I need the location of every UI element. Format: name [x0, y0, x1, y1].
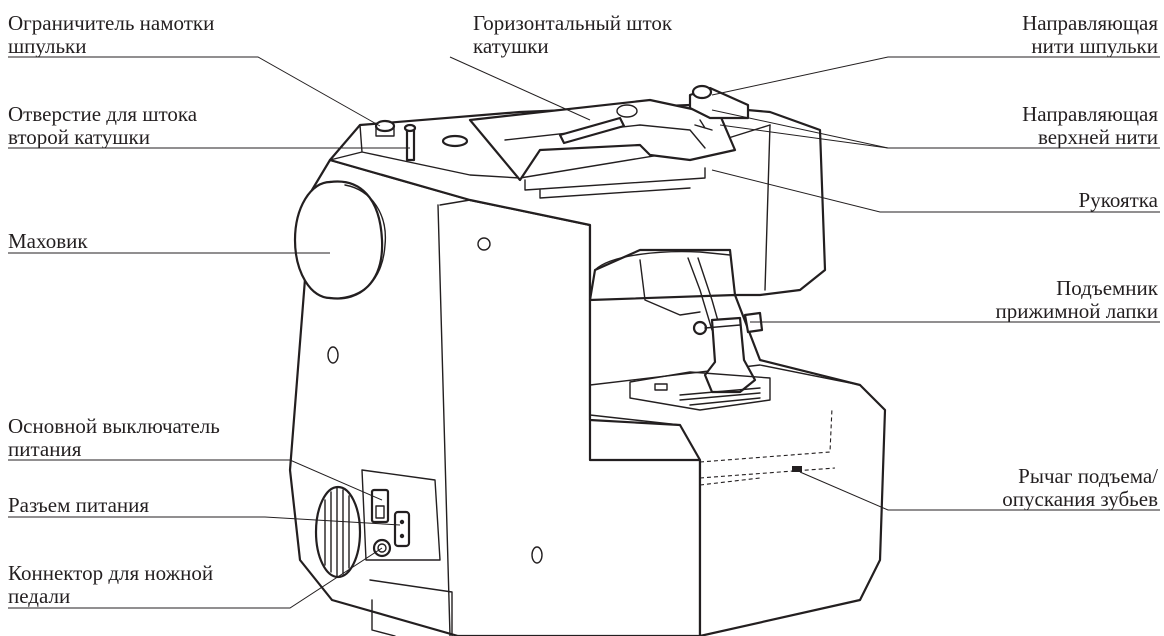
machine-body — [288, 84, 887, 636]
label-second-spool-hole: Отверстие для штока второй катушки — [8, 102, 198, 149]
label-handle: Рукоятка — [1078, 188, 1158, 212]
label-upper-thread-guide: Направляющая верхней нити — [1022, 102, 1158, 149]
label-power-socket: Разъем питания — [8, 493, 150, 517]
leader-handle — [711, 169, 1160, 213]
leader-horizontal-spool-pin — [449, 56, 591, 121]
label-foot-pedal-connector: Коннектор для ножной педали — [8, 561, 214, 608]
leader-bobbin-thread-guide — [711, 56, 1160, 96]
label-handwheel: Маховик — [8, 229, 88, 253]
label-presser-foot-lifter: Подъемник прижимной лапки — [995, 276, 1158, 323]
label-bobbin-winder-stopper: Ограничитель намотки шпульки — [8, 11, 215, 58]
leader-feed-dog-lever — [799, 471, 1160, 511]
leader-lines — [8, 56, 1160, 609]
label-main-power-switch: Основной выключатель питания — [8, 414, 220, 461]
leader-bobbin-winder-stopper — [8, 56, 381, 127]
label-feed-dog-lever: Рычаг подъема/ опускания зубьев — [1002, 464, 1158, 511]
label-horizontal-spool-pin: Горизонтальный шток катушки — [473, 11, 673, 58]
leader-foot-pedal-connector — [8, 547, 383, 609]
leader-upper-thread-guide-2 — [719, 124, 889, 149]
label-bobbin-thread-guide: Направляющая нити шпульки — [1022, 11, 1158, 58]
leader-main-power-switch — [8, 459, 383, 501]
leader-power-socket — [8, 516, 401, 526]
